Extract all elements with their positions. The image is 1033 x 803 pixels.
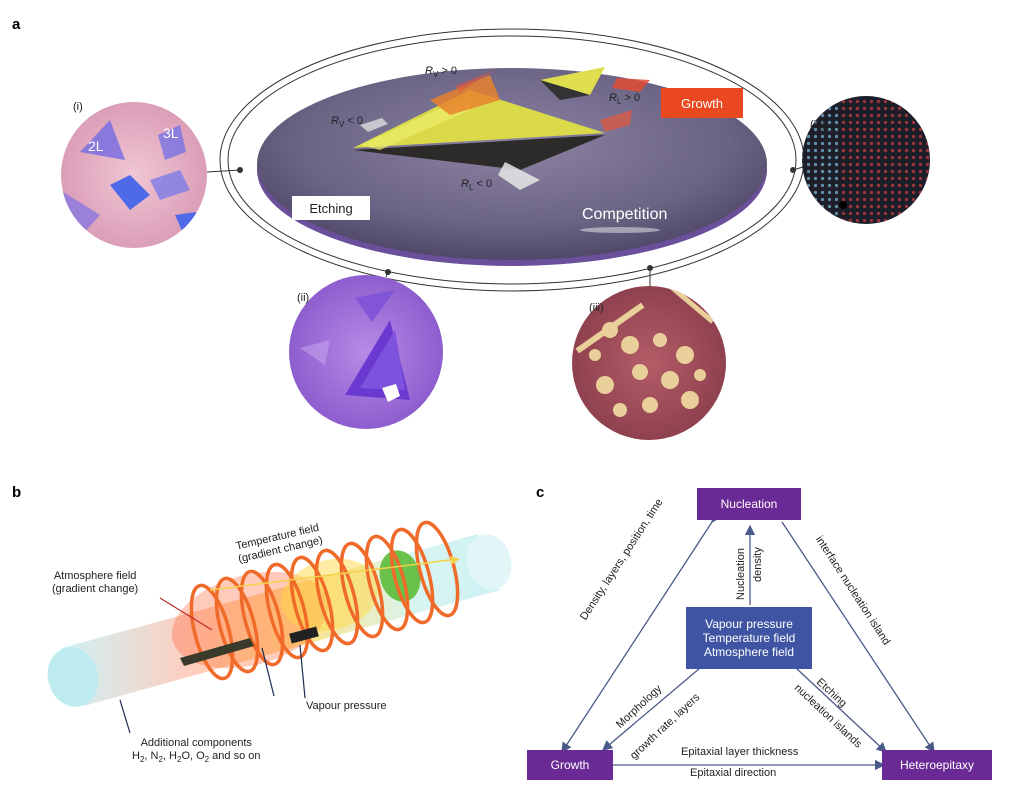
panel-b-letter: b bbox=[12, 484, 22, 501]
layer-2l-label: 2L bbox=[88, 138, 104, 154]
rate-rv-positive: RV > 0 bbox=[425, 65, 457, 80]
furnace-tube-illustration bbox=[47, 520, 512, 734]
growth-label-box: Growth bbox=[661, 88, 743, 118]
edge-label-bottom-top: Epitaxial layer thickness bbox=[681, 746, 799, 758]
vapour-pressure-label: Vapour pressure bbox=[306, 700, 387, 712]
layer-3l-label: 3L bbox=[163, 125, 179, 141]
atmosphere-field-label: Atmosphere field (gradient change) bbox=[52, 570, 139, 595]
panel-c-letter: c bbox=[536, 484, 545, 501]
panel-a-letter: a bbox=[12, 16, 21, 33]
etching-label-box: Etching bbox=[292, 196, 370, 220]
node-heteroepitaxy: Heteroepitaxy bbox=[882, 750, 992, 780]
rate-rl-positive: RL > 0 bbox=[609, 92, 641, 107]
rate-rl-negative: RL < 0 bbox=[461, 178, 493, 193]
edge-label-bottom-bottom: Epitaxial direction bbox=[690, 767, 777, 779]
competition-label: Competition bbox=[582, 206, 668, 223]
panel-a-illustration bbox=[61, 28, 930, 440]
edge-label-nucleation: Nucleation bbox=[735, 548, 747, 600]
center-conditions-box: Vapour pressure Temperature field Atmosp… bbox=[686, 607, 812, 669]
inset-ii-label: (ii) bbox=[297, 292, 310, 304]
rate-rv-negative: RV < 0 bbox=[331, 115, 363, 130]
inset-iv-label: (iv) bbox=[810, 119, 826, 131]
inset-i-label: (i) bbox=[73, 101, 83, 113]
node-growth: Growth bbox=[527, 750, 613, 780]
additional-components-list: H2, N2, H2O, O2 and so on bbox=[132, 750, 261, 765]
additional-components-label: Additional components H2, N2, H2O, O2 an… bbox=[132, 737, 261, 765]
edge-label-density: density bbox=[752, 547, 764, 582]
node-nucleation: Nucleation bbox=[697, 488, 801, 520]
inset-iii-label: (iii) bbox=[589, 302, 604, 314]
